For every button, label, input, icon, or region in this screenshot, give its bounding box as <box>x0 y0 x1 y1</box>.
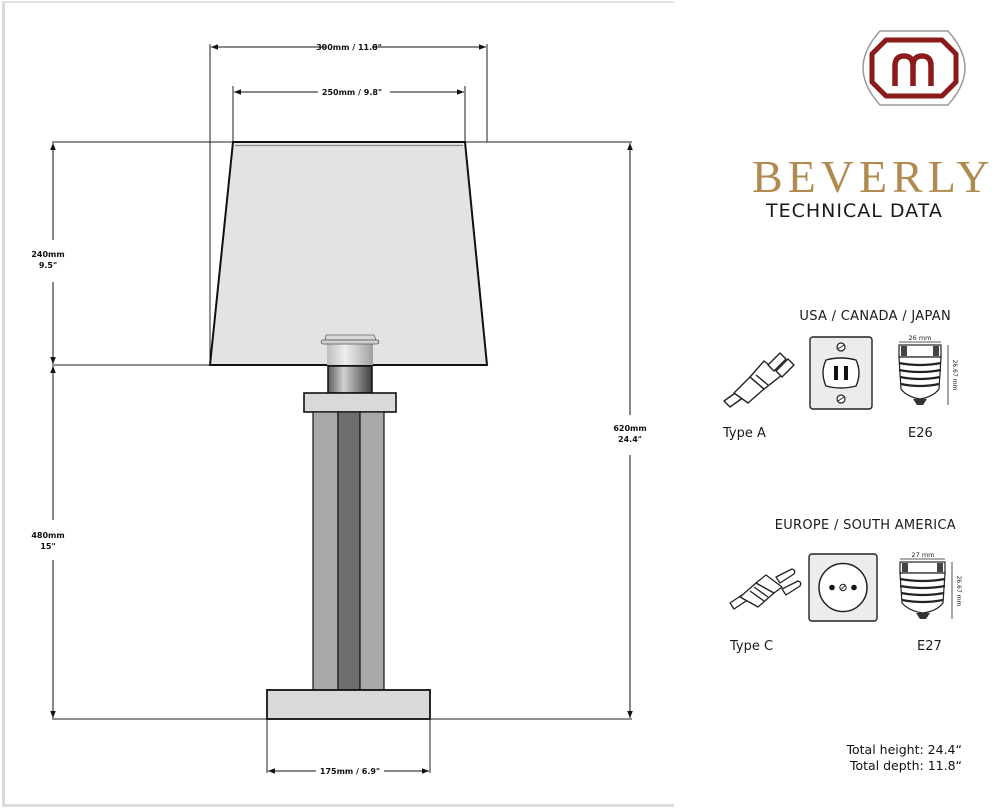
dim-label-175mm: 175mm / 6.9" <box>320 767 380 776</box>
region-title-europe: EUROPE / SOUTH AMERICA <box>774 518 956 533</box>
brand-logo-icon <box>862 30 966 106</box>
dim-label-9-5in: 9.5" <box>39 261 57 270</box>
total-height: Total height: 24.4“ <box>846 742 962 757</box>
lamp-column <box>303 392 397 691</box>
socket-e26-label: E26 <box>908 426 933 441</box>
e26-height-label: 26.67 mm <box>951 360 958 391</box>
socket-e27-label: E27 <box>917 639 942 654</box>
dim-shade-height: 240mm 9.5" <box>31 143 65 364</box>
plug-type-c-icon <box>729 568 802 610</box>
outlet-type-a-icon <box>809 336 873 410</box>
dim-base-height: 480mm 15" <box>31 366 65 718</box>
dim-label-24-4in: 24.4" <box>618 435 642 444</box>
lamp-socket <box>320 334 380 394</box>
dim-label-480mm: 480mm <box>31 531 64 540</box>
page-subtitle: TECHNICAL DATA <box>766 200 943 222</box>
dim-label-620mm: 620mm <box>613 424 646 433</box>
dim-total-height: 620mm 24.4" <box>613 143 647 718</box>
plug-type-c-label: Type C <box>730 639 774 654</box>
product-name: BEVERLY <box>752 151 995 202</box>
lamp-foot <box>266 689 431 720</box>
drawing-panel <box>2 1 674 807</box>
region-title-usa: USA / CANADA / JAPAN <box>799 309 951 324</box>
lamp-technical-drawing: 300mm / 11.8" 250mm / 9.8" 240mm 9.5" 48… <box>31 43 647 776</box>
outlet-type-c-icon <box>808 553 878 622</box>
totals-block: Total height: 24.4“ Total depth: 11.8“ <box>846 742 962 774</box>
brand-logo <box>858 28 970 113</box>
dim-foot-width: 175mm / 6.9" <box>268 767 429 776</box>
e27-height-label: 26.67 mm <box>955 576 962 607</box>
bulb-socket-e27-icon: 27 mm 26.67 mm <box>899 551 962 619</box>
dim-shade-top-width: 250mm / 9.8" <box>234 88 464 97</box>
lamp-shade <box>208 141 489 366</box>
plug-type-a-label: Type A <box>723 426 766 441</box>
dim-shade-bottom-width: 300mm / 11.8" <box>211 43 486 52</box>
dim-label-240mm: 240mm <box>31 250 64 259</box>
e26-width-label: 26 mm <box>908 334 931 342</box>
plug-type-a-icon <box>723 352 795 408</box>
dim-label-300mm: 300mm / 11.8" <box>316 43 382 52</box>
dim-label-15in: 15" <box>40 542 55 551</box>
bulb-socket-e26-icon: 26 mm 26.67 mm <box>898 334 958 405</box>
total-depth: Total depth: 11.8“ <box>849 758 962 773</box>
dim-label-250mm: 250mm / 9.8" <box>322 88 382 97</box>
e27-width-label: 27 mm <box>911 551 934 559</box>
reference-lines <box>52 44 632 773</box>
